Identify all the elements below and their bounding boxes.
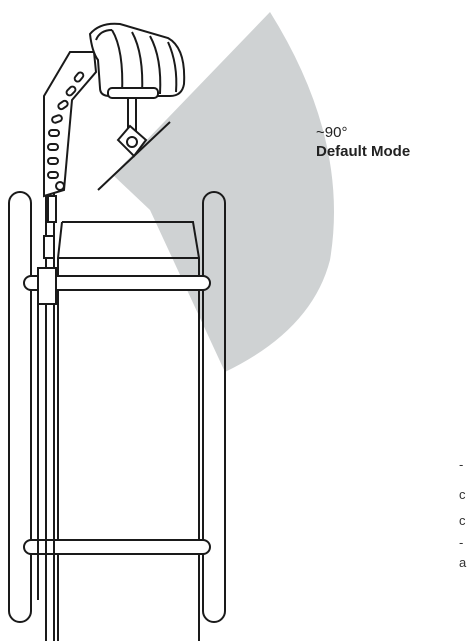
arm-slots bbox=[47, 71, 85, 179]
edge-fragment: c bbox=[459, 487, 466, 502]
angle-label: ~90° bbox=[316, 124, 348, 141]
lower-clamp-bar bbox=[23, 539, 211, 555]
right-frame-rail bbox=[202, 191, 226, 623]
edge-fragment: - bbox=[459, 535, 464, 550]
pivot-bracket bbox=[116, 97, 148, 158]
articulated-arm bbox=[43, 51, 98, 223]
edge-fragment: c bbox=[459, 513, 466, 528]
left-frame-rail bbox=[8, 191, 32, 623]
upper-clamp-bar bbox=[23, 275, 211, 291]
edge-fragment: a bbox=[459, 555, 467, 570]
device-body bbox=[57, 221, 200, 641]
lamp-head bbox=[88, 22, 186, 99]
mode-label: Default Mode bbox=[316, 143, 411, 160]
mast bbox=[37, 190, 57, 641]
sweep-wedge bbox=[113, 12, 334, 372]
edge-fragment: - bbox=[459, 457, 464, 472]
angle-indicator-line bbox=[97, 121, 171, 191]
